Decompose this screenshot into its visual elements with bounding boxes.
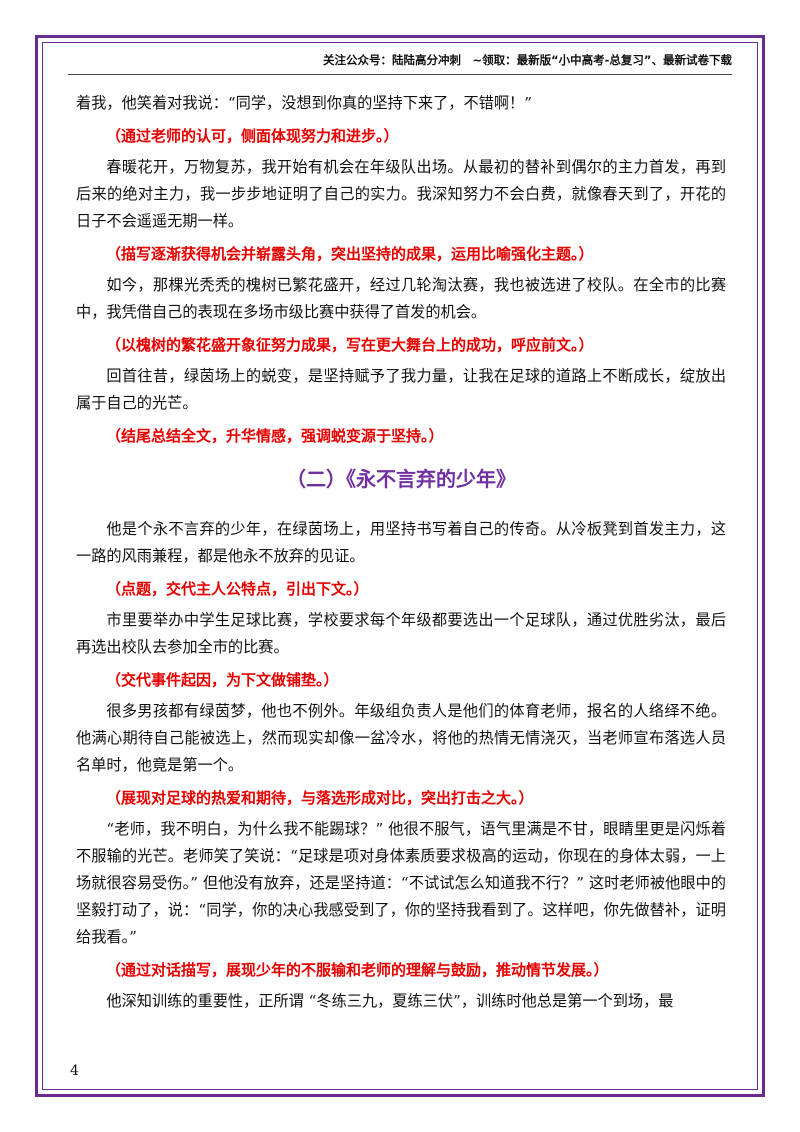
paragraph: 他深知训练的重要性，正所谓 “冬练三九，夏练三伏”，训练时他总是第一个到场，最 [106, 992, 674, 1010]
page-border-inner [42, 42, 758, 1090]
page-border-outer [35, 35, 765, 1097]
annotation-note: （通过老师的认可，侧面体现努力和进步。） [106, 127, 399, 145]
paragraph: 市里要举办中学生足球比赛，学校要求每个年级都要选出一个足球队，通过优胜劣汰，最后… [76, 611, 726, 656]
paragraph: 春暖花开，万物复苏，我开始有机会在年级队出场。从最初的替补到偶尔的主力首发，再到… [76, 158, 726, 230]
paragraph: 他是个永不言弃的少年，在绿茵场上，用坚持书写着自己的传奇。从冷板凳到首发主力，这… [76, 520, 726, 565]
annotation-note: （展现对足球的热爱和期待，与落选形成对比，突出打击之大。） [106, 789, 534, 807]
paragraph: “老师，我不明白，为什么我不能踢球？” 他很不服气，语气里满是不甘，眼睛里更是闪… [76, 820, 726, 946]
document-body: 着我，他笑着对我说：“同学，没想到你真的坚持下来了，不错啊！” （通过老师的认可，… [76, 90, 726, 1017]
page-header: 关注公众号：陆陆高分冲刺 ~领取：最新版“小中高考-总复习”、最新试卷下载 [322, 53, 732, 67]
section-title: （二）《永不言弃的少年》 [286, 467, 516, 491]
paragraph: 回首往昔，绿茵场上的蜕变，是坚持赋予了我力量，让我在足球的道路上不断成长，绽放出… [76, 367, 726, 412]
annotation-note: （通过对话描写，展现少年的不服输和老师的理解与鼓励，推动情节发展。） [106, 961, 609, 979]
annotation-note: （交代事件起因，为下文做铺垫。） [106, 671, 339, 689]
page-number: 4 [70, 1063, 79, 1079]
header-divider [68, 74, 732, 75]
paragraph: 如今，那棵光秃秃的槐树已繁花盛开，经过几轮淘汰赛，我也被选进了校队。在全市的比赛… [76, 276, 726, 321]
annotation-note: （点题，交代主人公特点，引出下文。） [106, 580, 369, 598]
annotation-note: （结尾总结全文，升华情感，强调蜕变源于坚持。） [106, 427, 444, 445]
paragraph: 很多男孩都有绿茵梦，他也不例外。年级组负责人是他们的体育老师，报名的人络绎不绝。… [76, 702, 726, 774]
annotation-note: （描写逐渐获得机会并崭露头角，突出坚持的成果，运用比喻强化主题。） [106, 245, 594, 263]
annotation-note: （以槐树的繁花盛开象征努力成果，写在更大舞台上的成功，呼应前文。） [106, 336, 594, 354]
paragraph: 着我，他笑着对我说：“同学，没想到你真的坚持下来了，不错啊！” [76, 94, 532, 112]
